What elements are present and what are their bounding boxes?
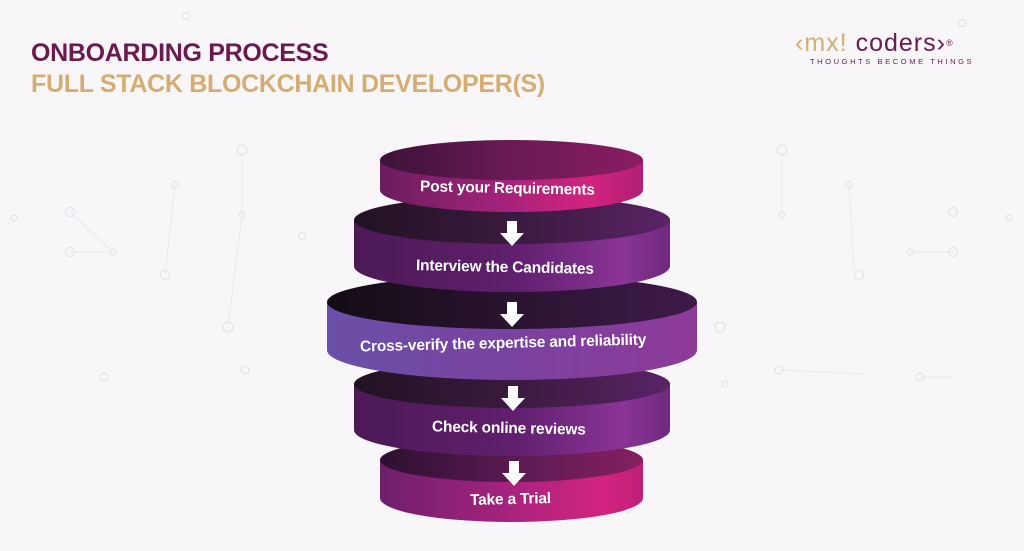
logo-part-1: mx!: [804, 29, 848, 57]
step-1-top: [380, 140, 643, 180]
logo-open-bracket: ‹: [795, 29, 805, 57]
mxicoders-logo[interactable]: ‹mx! coders›® THOUGHTS BECOME THINGS: [795, 30, 995, 70]
step-2-label: Interview the Candidates: [415, 257, 594, 278]
arrow-down-icon: [500, 302, 524, 327]
registered-mark: ®: [945, 38, 954, 48]
page-subtitle: FULL STACK BLOCKCHAIN DEVELOPER(S): [31, 70, 545, 98]
step-5-label: Take a Trial: [469, 490, 552, 509]
logo-wordmark: ‹mx! coders›®: [795, 30, 954, 56]
step-1-label: Post your Requirements: [419, 178, 595, 199]
arrow-down-icon: [501, 386, 525, 411]
step-2-cylinder: [354, 196, 670, 292]
step-2-top: [354, 196, 670, 244]
logo-part-2: coders: [855, 29, 937, 57]
step-4-label: Check online reviews: [431, 418, 586, 439]
step-1-cylinder: [380, 140, 643, 212]
logo-tagline: THOUGHTS BECOME THINGS: [810, 57, 975, 66]
arrow-down-icon: [502, 461, 526, 486]
arrow-down-icon: [500, 221, 524, 246]
logo-close-bracket: ›: [936, 29, 946, 57]
page-title: ONBOARDING PROCESS: [31, 39, 329, 67]
